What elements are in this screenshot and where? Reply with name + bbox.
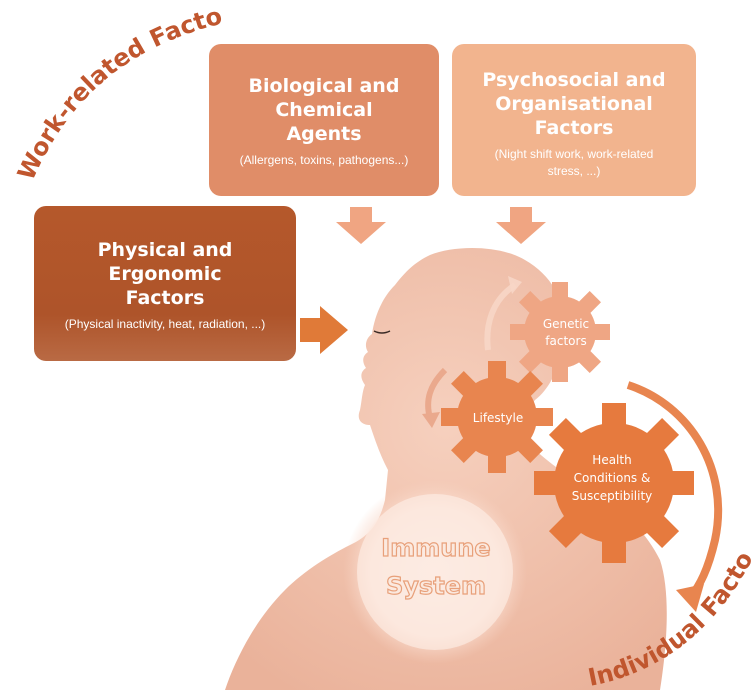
gear-genetic-label-1: Genetic	[543, 317, 589, 331]
gear-health-label-1: Health	[592, 453, 631, 467]
gear-health-label-3: Susceptibility	[572, 489, 653, 503]
arrow-from-psychosocial	[496, 207, 546, 244]
gear-health-label-2: Conditions &	[574, 471, 651, 485]
physical-title-1: Physical and Ergonomic	[44, 238, 286, 286]
immune-label-1: Immune	[381, 534, 490, 562]
gear-genetic	[510, 282, 610, 382]
psychosocial-subtitle-2: stress, ...)	[462, 163, 686, 180]
physical-subtitle: (Physical inactivity, heat, radiation, .…	[44, 316, 286, 333]
work-related-factors-label: Work-related Factors	[0, 0, 225, 184]
biological-title-2: Agents	[219, 122, 429, 146]
psychosocial-title-2: Organisational Factors	[462, 92, 686, 140]
arrow-from-physical	[300, 306, 348, 354]
gear-genetic-label-2: factors	[545, 334, 586, 348]
biological-chemical-box: Biological and Chemical Agents (Allergen…	[209, 44, 439, 196]
physical-ergonomic-box: Physical and Ergonomic Factors (Physical…	[34, 206, 296, 361]
arrow-from-biological	[336, 207, 386, 244]
physical-title-2: Factors	[44, 286, 286, 310]
biological-title-1: Biological and Chemical	[219, 74, 429, 122]
psychosocial-title-1: Psychosocial and	[462, 68, 686, 92]
biological-subtitle: (Allergens, toxins, pathogens...)	[219, 152, 429, 169]
psychosocial-subtitle-1: (Night shift work, work-related	[462, 146, 686, 163]
gear-lifestyle-label: Lifestyle	[473, 411, 523, 425]
psychosocial-box: Psychosocial and Organisational Factors …	[452, 44, 696, 196]
immune-label-2: System	[386, 572, 486, 600]
